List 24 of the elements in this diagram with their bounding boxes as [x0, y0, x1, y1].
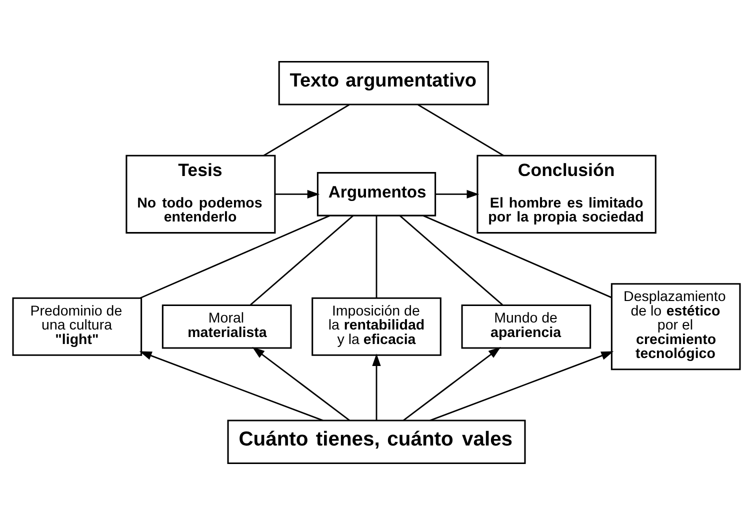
node-box: Imposición de la rentabilidad y la eficacia	[312, 296, 442, 356]
arrow	[402, 346, 501, 420]
arrow	[139, 350, 324, 421]
node-box: Argumentos	[316, 172, 436, 216]
node-box: Cuánto tienes, cuánto vales	[227, 419, 526, 464]
arrow	[436, 189, 480, 198]
connector	[399, 214, 503, 305]
arrow	[372, 353, 381, 420]
node-box: Predominio de una cultura "light"	[12, 296, 142, 356]
connector	[418, 104, 504, 156]
connector	[376, 215, 378, 298]
node-box: Mundo de apariencia	[461, 304, 592, 348]
arrow	[430, 350, 614, 421]
arrow	[252, 346, 350, 420]
node-box: Tesis No todo podemos entenderlo	[126, 154, 276, 234]
connector	[263, 104, 350, 156]
arrow	[275, 189, 320, 198]
node-box: Conclusión El hombre es limitado por la propia sociedad	[476, 154, 656, 234]
connector	[250, 214, 354, 305]
node-box: Desplazamiento de lo estético por el crecimiento tecnológico	[610, 282, 741, 370]
connector	[140, 214, 330, 298]
node-box: Moral materialista	[162, 304, 292, 348]
connector	[423, 214, 612, 298]
node-box: Texto argumentativo	[278, 60, 489, 105]
